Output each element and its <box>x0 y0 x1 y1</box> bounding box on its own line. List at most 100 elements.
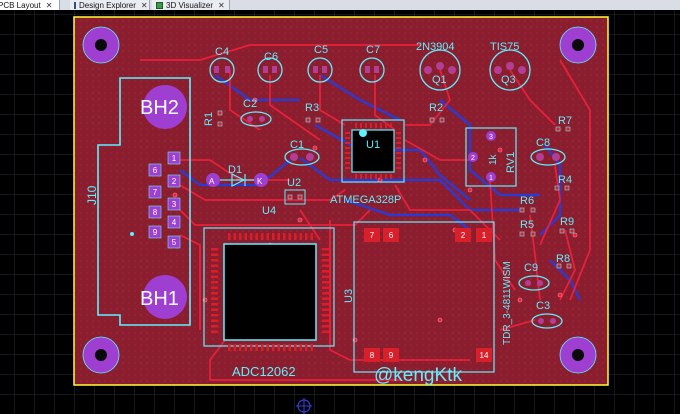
smd-pad <box>283 344 286 351</box>
chip-u1[interactable] <box>341 119 405 183</box>
chip-u2 <box>284 189 306 205</box>
smd-pad <box>244 344 247 351</box>
pin-number: 6 <box>153 166 158 175</box>
pin-number: 4 <box>172 218 177 227</box>
capacitor-pads <box>214 62 526 74</box>
label-r7: R7 <box>558 115 572 127</box>
label-r6: R6 <box>520 195 534 207</box>
pin-number: 2 <box>471 155 475 162</box>
relay-u3[interactable] <box>353 221 495 373</box>
small-capacitors <box>240 111 566 329</box>
smd-pad <box>288 233 291 240</box>
close-icon[interactable]: ✕ <box>45 0 53 10</box>
pin-number: 9 <box>153 228 158 237</box>
pin-number: 9 <box>389 351 394 360</box>
pin-number: 6 <box>389 231 394 240</box>
smd-pad <box>370 123 372 128</box>
label-d1-k: K <box>257 177 263 186</box>
smd-pad <box>266 233 269 240</box>
smd-pad <box>390 123 392 128</box>
smd-pad <box>294 233 297 240</box>
label-c9: C9 <box>524 262 538 274</box>
smd-pad <box>211 319 218 322</box>
silkscreen-labels: BH2 BH1 J10 C4 C6 C5 C7 2N3904 Q1 TIS75 … <box>85 41 574 386</box>
connector-j10[interactable] <box>97 77 191 326</box>
pcb-layout-canvas[interactable]: 1 2 3 4 5 6 7 8 9 <box>0 10 680 414</box>
label-bh1: BH1 <box>140 288 179 310</box>
smd-pad <box>255 233 258 240</box>
smd-pad <box>380 123 382 128</box>
tab-3d-visualizer[interactable]: 3D Visualizer ✕ <box>152 0 230 10</box>
smd-pad <box>211 264 218 267</box>
smd-pad <box>396 147 401 149</box>
label-c6: C6 <box>264 51 278 63</box>
label-adc: ADC12062 <box>232 364 296 379</box>
diode-d1[interactable] <box>206 173 268 187</box>
smd-pad <box>345 162 350 164</box>
smd-pad <box>385 123 387 128</box>
smd-pad <box>322 297 329 300</box>
smd-pad <box>211 281 218 284</box>
label-q1: Q1 <box>432 74 447 86</box>
smd-pad <box>277 233 280 240</box>
label-r5: R5 <box>520 219 534 231</box>
smd-pad <box>277 344 280 351</box>
label-c2: C2 <box>243 98 257 110</box>
label-bh2: BH2 <box>140 97 179 119</box>
smd-pad <box>396 142 401 144</box>
smd-pad <box>322 264 329 267</box>
close-icon[interactable]: ✕ <box>140 0 148 10</box>
pin-number: 1 <box>482 231 487 240</box>
trimmer-rv1[interactable] <box>465 127 517 187</box>
smd-pad <box>310 233 313 240</box>
tab-pcb-layout[interactable]: PCB Layout ✕ <box>0 0 60 10</box>
smd-pad <box>385 174 387 179</box>
bottom-copper-traces <box>179 73 582 301</box>
label-c5: C5 <box>314 44 328 56</box>
smd-pad <box>228 233 231 240</box>
label-u2: U2 <box>287 177 301 189</box>
close-icon[interactable]: ✕ <box>217 0 225 10</box>
label-r3: R3 <box>305 102 319 114</box>
smd-pad <box>375 123 377 128</box>
smd-pad <box>322 259 329 262</box>
pin-number: 14 <box>480 351 489 360</box>
smd-pad <box>370 174 372 179</box>
smd-pad <box>310 344 313 351</box>
smd-pad <box>360 174 362 179</box>
smd-pad <box>255 344 258 351</box>
smd-pad <box>322 303 329 306</box>
label-q3-part: TIS75 <box>490 41 519 53</box>
smd-pad <box>244 233 247 240</box>
label-q3: Q3 <box>501 74 516 86</box>
smd-pad <box>345 167 350 169</box>
smd-pad <box>355 174 357 179</box>
label-rv1-value: 1k <box>488 153 499 165</box>
smd-pad <box>396 137 401 139</box>
top-copper-traces <box>140 44 591 381</box>
smd-resistors <box>217 110 575 269</box>
smd-pad <box>345 142 350 144</box>
capacitor-outlines <box>209 49 531 91</box>
pin-number: 3 <box>489 134 493 141</box>
chip-u4-adc[interactable] <box>203 227 335 351</box>
smd-pad <box>322 281 329 284</box>
smd-pad <box>299 233 302 240</box>
smd-pad <box>365 174 367 179</box>
origin-marker <box>296 398 312 414</box>
pin-number: 5 <box>172 238 177 247</box>
smd-pad <box>211 303 218 306</box>
visualizer-icon <box>156 1 163 9</box>
pin-number: 2 <box>172 177 177 186</box>
smd-pad <box>322 286 329 289</box>
tab-design-explorer-label: Design Explorer <box>79 0 136 10</box>
smd-pad <box>345 147 350 149</box>
label-u3: U3 <box>343 289 355 303</box>
smd-pad <box>211 292 218 295</box>
pin-number: 2 <box>461 231 466 240</box>
smd-pad <box>211 259 218 262</box>
tab-design-explorer[interactable]: Design Explorer ✕ <box>70 0 150 10</box>
small-capacitor-pads <box>247 116 560 324</box>
label-c7: C7 <box>366 44 380 56</box>
smd-pad <box>239 344 242 351</box>
